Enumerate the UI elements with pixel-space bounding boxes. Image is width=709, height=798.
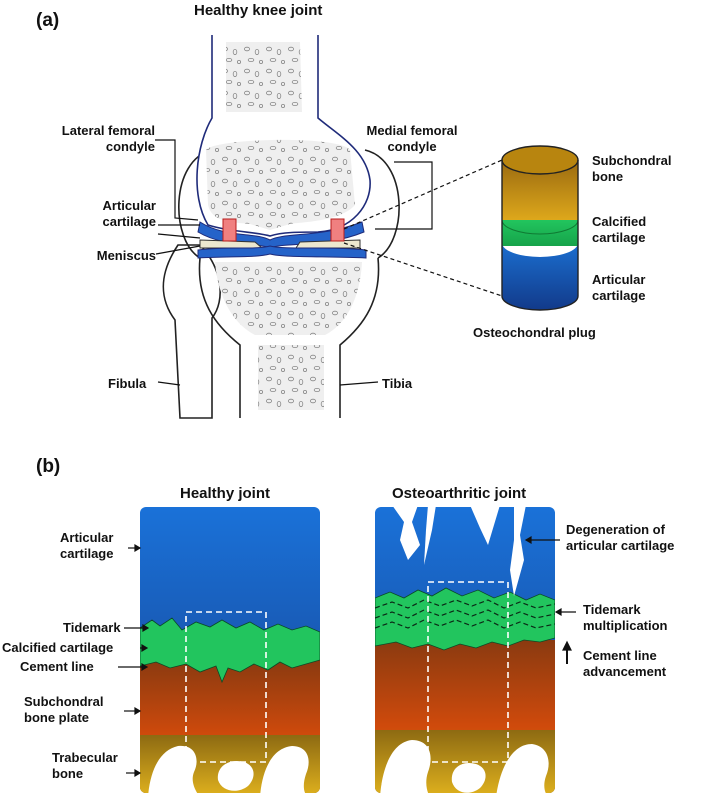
label-fibula: Fibula — [108, 376, 147, 391]
label-articular-cartilage-b: Articular cartilage — [60, 530, 114, 561]
plug-site-medial — [330, 218, 345, 242]
tibia-cancellous — [215, 262, 362, 335]
label-tibia: Tibia — [382, 376, 413, 391]
oa-trabecula-2 — [451, 762, 486, 793]
tibia-shaft-cancellous — [258, 345, 324, 410]
label-articular-cartilage-a: Articular cartilage — [102, 198, 156, 229]
healthy-detail-box — [185, 611, 267, 763]
label-cement-line: Cement line — [20, 659, 94, 674]
label-medial-femoral-condyle: Medial femoral condyle — [366, 123, 458, 154]
panel-b-letter: (b) — [36, 456, 61, 477]
healthy-joint-title: Healthy joint — [180, 485, 271, 502]
plug-top — [501, 145, 579, 175]
label-tidemark-multiplication: Tidemark multiplication — [583, 602, 668, 633]
healthy-trabecula-2 — [217, 760, 254, 791]
oa-trabecula-1 — [380, 740, 431, 793]
panel-a-letter: (a) — [36, 10, 60, 31]
femur-cancellous — [206, 42, 355, 230]
tibial-cartilage — [197, 245, 367, 259]
healthy-trabecula-3 — [260, 746, 309, 793]
tibia-bone — [198, 257, 380, 418]
plug-cartilage-layer — [502, 243, 578, 310]
healthy-calcified-cartilage — [140, 617, 320, 684]
oa-tidemarks — [375, 599, 555, 629]
label-plug-articular-cartilage: Articular cartilage — [592, 272, 646, 303]
label-meniscus: Meniscus — [96, 248, 156, 263]
oa-fissure-3 — [470, 507, 500, 545]
oa-detail-box — [427, 581, 509, 763]
knee-diagram — [162, 35, 400, 419]
label-osteochondral-plug: Osteochondral plug — [473, 325, 596, 340]
plug-site-lateral — [222, 218, 237, 242]
plug-calcified-layer — [502, 220, 578, 246]
oa-fissure-1 — [392, 507, 420, 560]
oa-fissure-2 — [424, 507, 436, 565]
panel-a-title: Healthy knee joint — [194, 2, 323, 19]
label-lateral-femoral-condyle: Lateral femoral condyle — [61, 123, 155, 154]
label-degeneration-articular-cartilage: Degeneration of articular cartilage — [566, 522, 675, 553]
fibula-bone — [162, 244, 221, 419]
label-tidemark: Tidemark — [63, 620, 121, 635]
label-trabecular-bone: Trabecular bone — [52, 750, 118, 781]
label-plug-subchondral-bone: Subchondral bone — [592, 153, 672, 184]
label-subchondral-bone-plate: Subchondral bone plate — [24, 694, 104, 725]
label-calcified-cartilage: Calcified cartilage — [2, 640, 114, 655]
oa-joint-title: Osteoarthritic joint — [392, 485, 527, 502]
panel-a-leaders — [155, 139, 503, 386]
label-cement-line-advancement: Cement line advancement — [583, 648, 667, 679]
healthy-joint-block — [140, 507, 320, 793]
oa-fissure-4 — [510, 507, 526, 596]
healthy-trabecula-1 — [148, 745, 200, 793]
oa-calcified-cartilage — [375, 587, 555, 651]
label-plug-calcified-cartilage: Calcified cartilage — [592, 214, 647, 245]
panel-b-leaders — [118, 535, 576, 778]
oa-trabecula-3 — [496, 744, 549, 793]
osteochondral-plug — [501, 145, 579, 311]
oa-joint-block — [375, 507, 555, 793]
